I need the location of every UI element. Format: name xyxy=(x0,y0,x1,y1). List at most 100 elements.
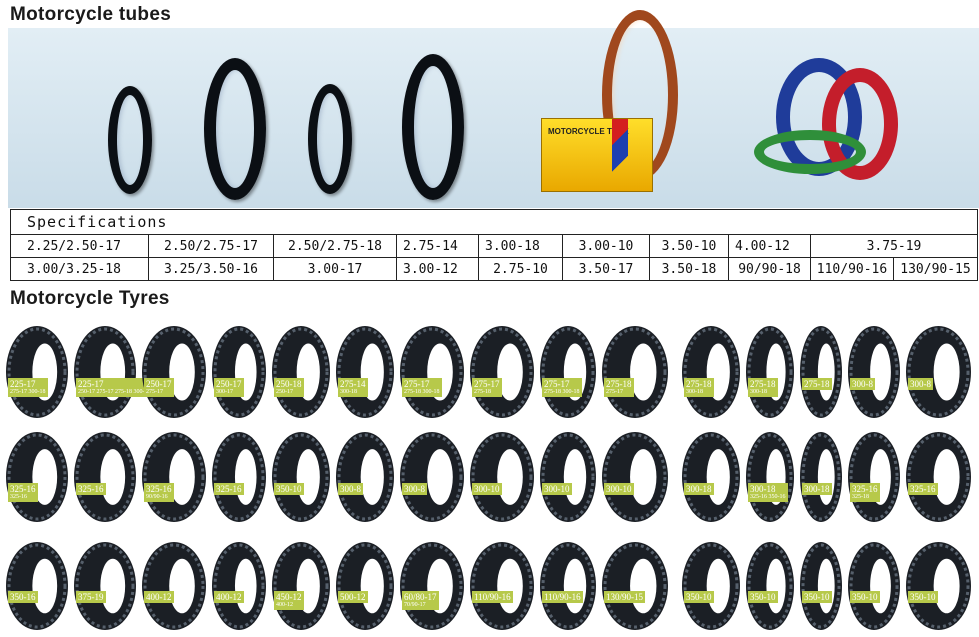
tyre-item: 350-10 xyxy=(904,538,973,630)
size-tag-main: 300-18 xyxy=(750,484,776,494)
tyre-image xyxy=(848,326,900,418)
size-tag: 325-16 xyxy=(76,483,106,495)
tyre-hole xyxy=(933,449,960,505)
tyre-hole xyxy=(630,343,657,401)
tyre-item: 300-8 xyxy=(398,428,466,522)
tyre-hole xyxy=(563,449,587,505)
tyre-item: 350-16 xyxy=(4,538,70,630)
size-tag: 500-12 xyxy=(338,591,368,603)
tyre-tread xyxy=(471,543,533,629)
size-tag: 300-8 xyxy=(850,378,875,390)
tyre-tread xyxy=(683,327,739,417)
size-tag-sub: 325-18 xyxy=(852,494,869,500)
tyre-hole xyxy=(817,558,835,614)
size-tag-main: 300-18 xyxy=(804,484,830,494)
size-tag-main: 250-17 xyxy=(146,379,172,389)
tyre-image xyxy=(746,542,794,630)
spec-cell: 4.00-12 xyxy=(728,234,811,258)
tyre-image xyxy=(540,432,596,522)
size-tag-main: 450-12 xyxy=(276,592,302,602)
spec-cell: 3.00-18 xyxy=(478,234,563,258)
tyre-hole xyxy=(32,449,58,505)
size-tag-sub: 250-17 xyxy=(276,389,293,395)
size-tag-main: 275-18 xyxy=(804,379,830,389)
tyre-tread xyxy=(7,543,67,629)
size-tag: 300-18 xyxy=(684,483,714,495)
tyre-tread xyxy=(849,327,899,417)
size-tag: 130/90-15 xyxy=(604,591,645,603)
tyre-image xyxy=(142,326,206,418)
tyre-image xyxy=(400,326,464,418)
spec-row: 2.25/2.50-17 2.50/2.75-17 2.50/2.75-18 2… xyxy=(10,234,978,258)
size-tag: 350-10 xyxy=(850,591,880,603)
spec-cell: 2.75-14 xyxy=(396,234,479,258)
tyre-tread xyxy=(471,433,533,521)
tyre-tread xyxy=(7,433,67,521)
spec-cell: 3.00/3.25-18 xyxy=(10,257,149,281)
tyre-tread xyxy=(337,327,393,417)
tyre-tread xyxy=(143,327,205,417)
size-tag-main: 275-18 xyxy=(750,379,776,389)
size-tag-main: 275-18 xyxy=(606,379,632,389)
tyre-tread xyxy=(401,543,463,629)
spec-cell: 3.00-10 xyxy=(562,234,650,258)
spec-heading: Specifications xyxy=(10,209,978,235)
tyre-image xyxy=(400,432,464,522)
size-tag-sub: 250-17 275-17 275-18 300-18 xyxy=(78,389,151,395)
size-tag-sub: 325-16 350-16 xyxy=(750,494,786,500)
size-tag-main: 250-17 xyxy=(216,379,242,389)
tyre-hole xyxy=(169,343,195,401)
size-tag: 110/90-16 xyxy=(542,591,583,603)
tube-image xyxy=(108,86,152,194)
size-tag-main: 350-10 xyxy=(852,592,878,602)
size-tag-main: 325-16 xyxy=(78,484,104,494)
tyre-item: 300-8 xyxy=(846,322,902,418)
tyre-tread xyxy=(907,433,970,521)
tyre-item: 110/90-16 xyxy=(538,538,598,630)
tyre-item: 325-16 xyxy=(904,428,973,522)
tyre-image xyxy=(74,432,136,522)
tyre-image xyxy=(540,542,596,630)
tyre-tread xyxy=(143,543,205,629)
tyre-image xyxy=(336,432,394,522)
size-tag-main: 275-17 xyxy=(474,379,500,389)
spec-cell: 2.75-10 xyxy=(478,257,563,281)
tube-box: MOTORCYCLE TUBE xyxy=(541,118,653,192)
tyre-image xyxy=(906,542,971,630)
spec-cell: 3.00-17 xyxy=(273,257,397,281)
size-tag-main: 350-10 xyxy=(686,592,712,602)
spec-row: 3.00/3.25-18 3.25/3.50-16 3.00-17 3.00-1… xyxy=(10,257,978,281)
tyre-tread xyxy=(801,327,841,417)
size-tag-main: 350-10 xyxy=(910,592,936,602)
tyre-tread xyxy=(337,543,393,629)
tyre-image xyxy=(800,542,842,630)
size-tag-main: 300-10 xyxy=(544,484,570,494)
tyre-tread xyxy=(337,433,393,521)
tyre-hole xyxy=(766,558,786,614)
size-tag-sub: 400-12 xyxy=(276,602,293,608)
size-tag-sub: 275-18 xyxy=(474,389,491,395)
tyre-item: 275-18 xyxy=(798,322,844,418)
tyre-tread xyxy=(603,433,667,521)
tyre-hole xyxy=(630,558,657,614)
tyre-image xyxy=(272,432,330,522)
size-tag-main: 300-8 xyxy=(340,484,361,494)
tyre-item: 300-10 xyxy=(538,428,598,522)
tyre-hole xyxy=(234,449,257,505)
tyre-image xyxy=(746,432,794,522)
size-tag-main: 300-8 xyxy=(852,379,873,389)
size-tag-sub: 275-18 300-18 xyxy=(544,389,580,395)
spec-cell: 3.25/3.50-16 xyxy=(148,257,274,281)
tyre-image xyxy=(272,542,330,630)
tyre-hole xyxy=(497,343,523,401)
size-tag: 325-16 xyxy=(908,483,938,495)
tyre-tread xyxy=(801,543,841,629)
tyre-item: 400-12 xyxy=(140,538,208,630)
